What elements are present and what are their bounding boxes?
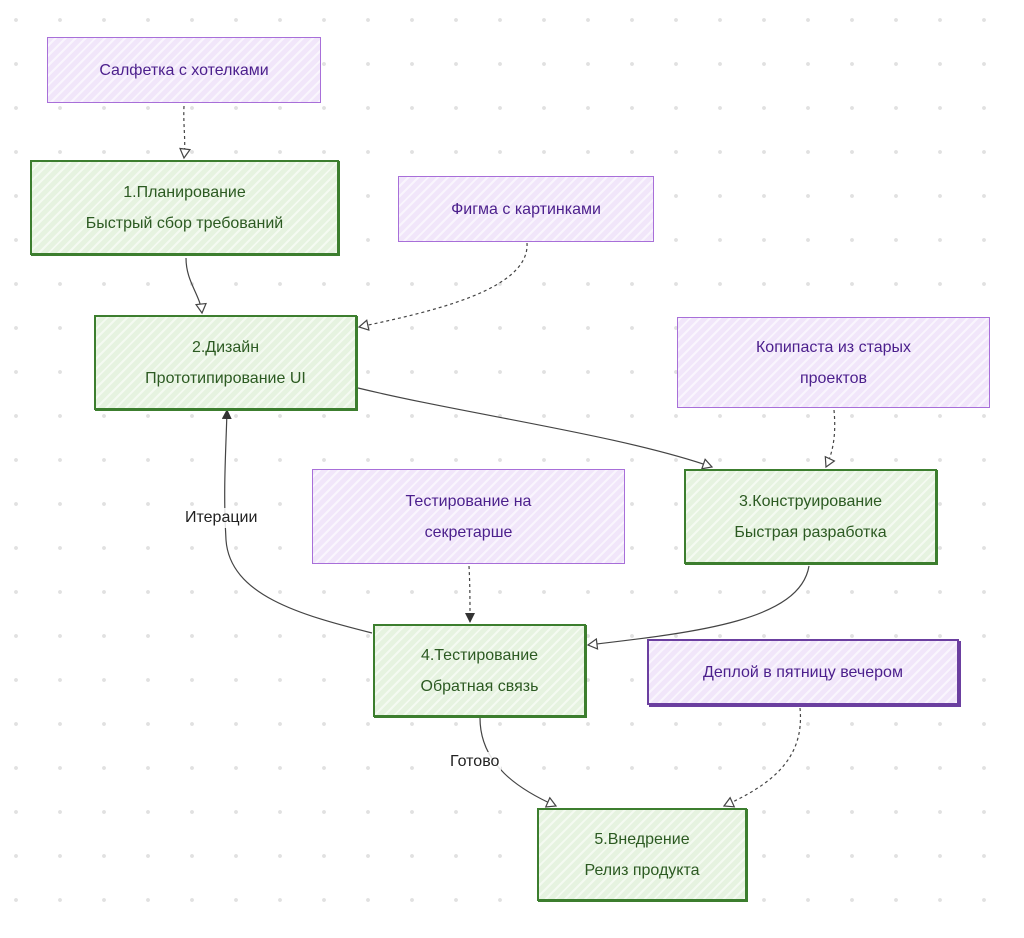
node-planning-subtitle: Быстрый сбор требований — [85, 214, 284, 232]
node-deploy-friday: Деплой в пятницу вечером — [647, 639, 959, 705]
node-construction-subtitle: Быстрая разработка — [734, 523, 887, 541]
edge-label-done: Готово — [448, 752, 502, 772]
edge-test-to-design-iterations — [221, 409, 373, 634]
node-testing-subtitle: Обратная связь — [420, 677, 539, 695]
node-testing-title: 4.Тестирование — [420, 646, 539, 664]
node-figma: Фигма с картинками — [398, 176, 654, 242]
node-copypaste-line2: проектов — [799, 369, 868, 387]
node-figma-label: Фигма с картинками — [451, 200, 601, 218]
edge-friday-to-deploy — [724, 707, 802, 806]
edge-napkin-to-plan — [184, 105, 185, 158]
node-design: 2.Дизайн Прототипирование UI — [94, 315, 357, 410]
node-construction: 3.Конструирование Быстрая разработка — [684, 469, 937, 564]
node-copypaste-line1: Копипаста из старых — [755, 338, 912, 356]
edge-plan-to-design — [185, 257, 202, 313]
node-deploy-friday-label: Деплой в пятницу вечером — [703, 663, 903, 681]
node-testing-secretary-line2: секретарше — [424, 523, 513, 541]
edge-construct-to-test — [588, 565, 810, 645]
node-napkin-label: Салфетка с хотелками — [99, 61, 269, 79]
node-design-title: 2.Дизайн — [191, 338, 260, 356]
edge-copypaste-to-construct — [826, 409, 835, 467]
node-napkin: Салфетка с хотелками — [47, 37, 321, 103]
node-planning-title: 1.Планирование — [123, 183, 246, 201]
node-design-subtitle: Прототипирование UI — [145, 369, 306, 387]
node-testing-secretary-line1: Тестирование на — [405, 492, 532, 510]
node-construction-title: 3.Конструирование — [738, 492, 883, 510]
edge-design-to-construct — [357, 387, 712, 467]
node-testing: 4.Тестирование Обратная связь — [373, 624, 586, 717]
edge-label-iterations: Итерации — [183, 508, 260, 528]
node-deployment-title: 5.Внедрение — [594, 830, 690, 848]
edge-secretary-to-test — [464, 565, 475, 623]
node-copypaste: Копипаста из старых проектов — [677, 317, 990, 408]
node-deployment: 5.Внедрение Релиз продукта — [537, 808, 747, 901]
edge-test-to-deploy-done — [479, 717, 556, 806]
edge-figma-to-design — [359, 242, 528, 327]
node-testing-secretary: Тестирование на секретарше — [312, 469, 625, 564]
node-planning: 1.Планирование Быстрый сбор требований — [30, 160, 339, 255]
node-deployment-subtitle: Релиз продукта — [584, 861, 700, 879]
